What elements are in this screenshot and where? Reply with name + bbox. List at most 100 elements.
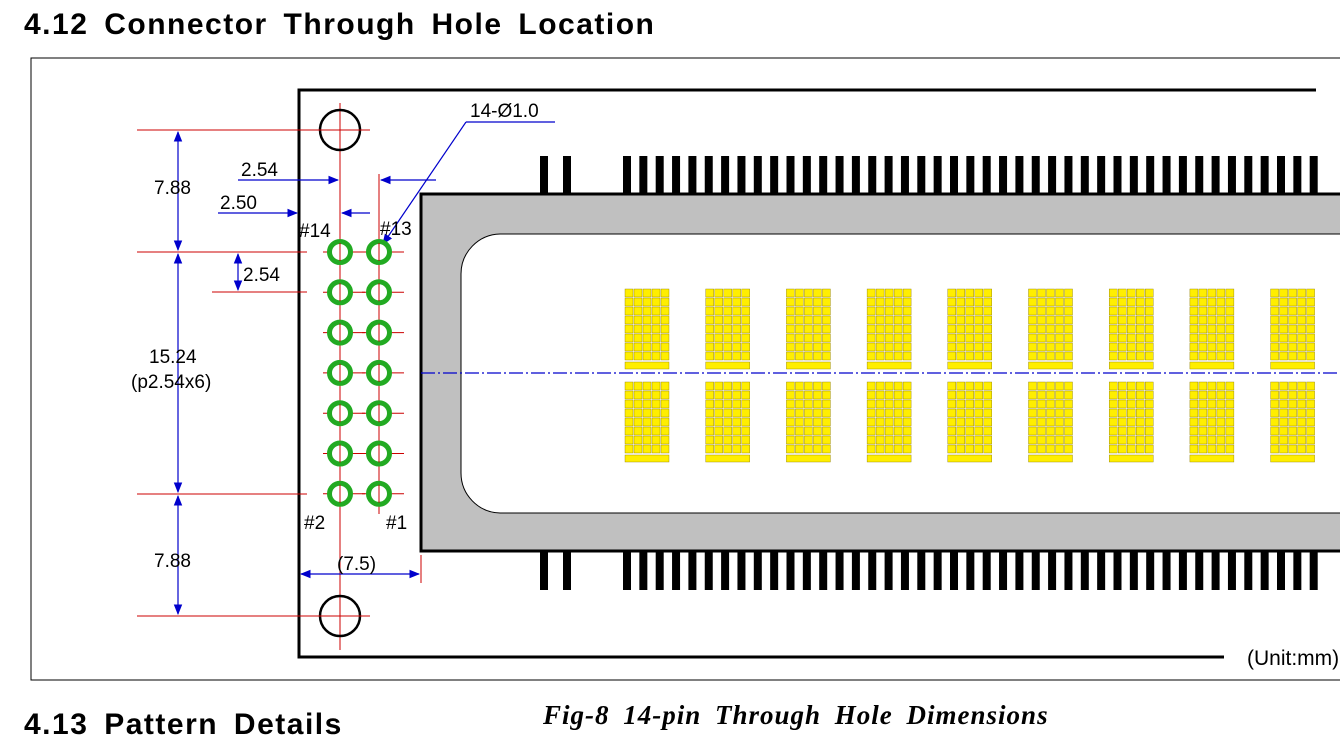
lcd-character — [705, 288, 750, 370]
module-pin — [623, 156, 631, 194]
module-pin — [966, 551, 975, 590]
module-pin — [802, 156, 811, 194]
module-pin — [1293, 156, 1302, 194]
lcd-character — [1270, 381, 1315, 463]
lcd-character — [1270, 288, 1315, 370]
connector-pad — [362, 480, 404, 507]
module-pin — [786, 551, 795, 590]
dim-edge-offset: 2.50 — [220, 193, 257, 214]
section-title-pattern: 4.13 Pattern Details — [24, 708, 343, 741]
module-pin — [770, 551, 779, 590]
module-pin — [753, 551, 762, 590]
module-pin — [1031, 551, 1040, 590]
module-pin — [900, 551, 909, 590]
lcd-character — [1108, 381, 1154, 463]
module-pin — [1227, 156, 1236, 194]
lcd-character — [947, 288, 992, 370]
module-pin — [672, 551, 681, 590]
module-pin — [1178, 551, 1187, 590]
module-pin — [1031, 156, 1040, 194]
module-pin — [999, 551, 1008, 590]
lcd-character — [1189, 381, 1235, 463]
module-pin — [851, 551, 860, 590]
connector-pad — [362, 239, 404, 265]
module-pin — [1309, 551, 1318, 590]
connector-pad — [323, 279, 365, 306]
pin-label-2: #2 — [304, 513, 325, 534]
dim-bottom-margin: 7.88 — [154, 551, 191, 572]
module-pin — [1211, 156, 1220, 194]
module-pin — [688, 551, 697, 590]
lcd-character — [624, 381, 670, 463]
bottom-pin-row — [540, 551, 1318, 590]
module-pin — [563, 156, 571, 194]
dim-column-pitch: 2.54 — [241, 160, 278, 181]
module-pin — [1113, 156, 1122, 194]
lcd-character — [866, 381, 912, 463]
module-pin — [770, 156, 779, 194]
module-pin — [933, 156, 942, 194]
unit-label: (Unit:mm) — [1247, 647, 1339, 670]
connector-pad — [362, 400, 404, 427]
connector-pad — [362, 359, 404, 386]
lcd-character — [786, 288, 831, 370]
module-pin — [1195, 156, 1204, 194]
top-pin-row — [540, 156, 1318, 194]
module-pin — [786, 156, 795, 194]
module-pin — [819, 551, 828, 590]
module-pin — [1277, 156, 1285, 194]
module-pin — [1244, 551, 1253, 590]
module-pin — [1260, 156, 1269, 194]
module-pin — [1211, 551, 1220, 590]
module-pin — [1293, 551, 1302, 590]
connector-pad — [362, 440, 404, 467]
connector-pad — [323, 359, 365, 386]
module-pin — [737, 156, 746, 194]
module-pin — [753, 156, 762, 194]
module-pin — [1260, 551, 1269, 590]
module-pin — [1227, 551, 1236, 590]
hole-callout: 14-Ø1.0 — [470, 101, 539, 122]
module-pin — [1162, 156, 1171, 194]
module-pin — [721, 156, 730, 194]
figure-frame — [30, 57, 1340, 681]
module-pin — [819, 156, 828, 194]
module-pin — [1048, 156, 1057, 194]
dim-board-offset: (7.5) — [337, 554, 376, 575]
module-pin — [639, 156, 648, 194]
module-pin — [1146, 551, 1155, 590]
module-pin — [1015, 156, 1024, 194]
lcd-character — [1108, 288, 1154, 370]
module-pin — [1048, 551, 1057, 590]
module-pin — [1244, 156, 1253, 194]
module-pin — [1146, 156, 1155, 194]
module-pin — [835, 156, 844, 194]
module-pin — [1080, 551, 1089, 590]
pin-label-14: #14 — [299, 221, 331, 242]
module-pin — [540, 156, 548, 194]
pcb-outline — [297, 88, 1316, 659]
module-pin — [917, 156, 926, 194]
module-pin — [950, 551, 958, 590]
module-pin — [655, 551, 664, 590]
connector-pads — [323, 239, 404, 507]
module-pin — [1129, 156, 1138, 194]
module-pin — [1178, 156, 1187, 194]
module-pin — [655, 156, 664, 194]
module-pin — [851, 156, 860, 194]
module-pin — [917, 551, 926, 590]
module-pin — [868, 551, 877, 590]
dim-span: 15.24 — [149, 347, 197, 368]
module-pin — [1097, 156, 1106, 194]
module-pin — [982, 156, 991, 194]
module-pin — [1064, 551, 1073, 590]
module-pin — [1064, 156, 1073, 194]
connector-pad — [323, 480, 365, 507]
module-pin — [704, 551, 713, 590]
module-pin — [982, 551, 991, 590]
lcd-character-grid — [624, 288, 1315, 463]
module-pin — [1195, 551, 1204, 590]
module-pin — [1015, 551, 1024, 590]
connector-pad — [323, 319, 365, 346]
